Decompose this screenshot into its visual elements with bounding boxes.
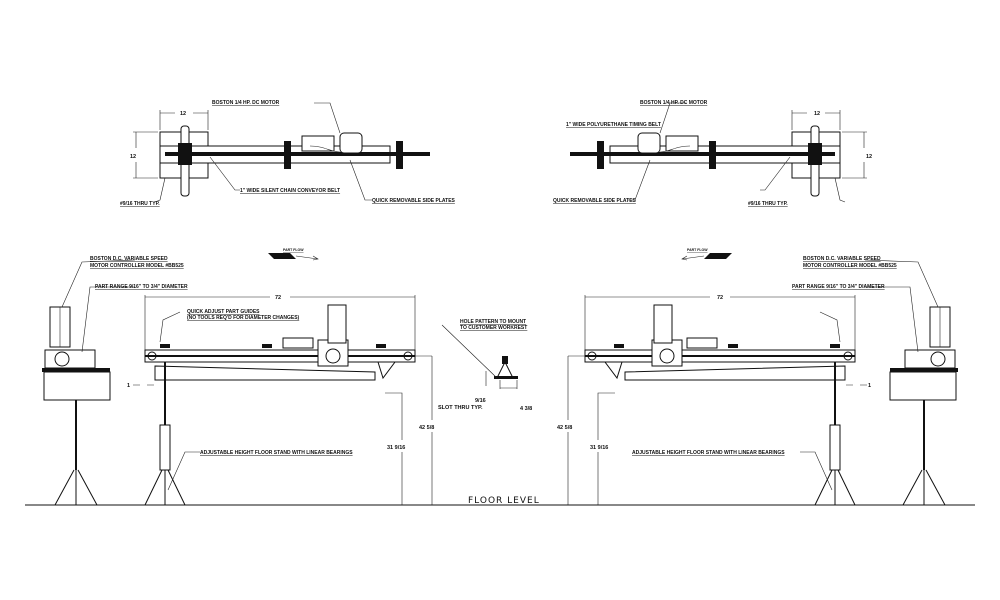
plan-view-right <box>569 102 868 203</box>
part-flow-label-left: PART FLOW <box>283 248 304 252</box>
holes-label-left: #9/16 THRU TYP. <box>120 201 160 207</box>
mount-width-dim: 4 3/8 <box>520 406 532 412</box>
plan-height-dim-right: 12 <box>866 154 872 160</box>
controller-label-right-1: BOSTON D.C. VARIABLE SPEED <box>803 256 881 262</box>
height-dim-top-left: 42 5/8 <box>419 425 434 431</box>
part-flow-label-right: PART FLOW <box>687 248 708 252</box>
hole-pattern-label-1: HOLE PATTERN TO MOUNT <box>460 319 526 325</box>
belt-label-left: 1" WIDE SILENT CHAIN CONVEYOR BELT <box>240 188 340 194</box>
controller-label-right-2: MOTOR CONTROLLER MODEL #BB525 <box>803 263 897 269</box>
one-dim-left: 1 <box>127 383 130 389</box>
motor-label-left: BOSTON 1/4 HP. DC MOTOR <box>212 100 280 106</box>
height-dim-bottom-left: 31 9/16 <box>387 445 405 451</box>
part-range-label-right: PART RANGE 9/16" TO 3/4" DIAMETER <box>792 284 885 290</box>
slot-size-label: 9/16 <box>475 398 486 404</box>
elevation-right <box>567 252 959 506</box>
part-range-label-left: PART RANGE 9/16" TO 3/4" DIAMETER <box>95 284 188 290</box>
controller-label-left-2: MOTOR CONTROLLER MODEL #BB525 <box>90 263 184 269</box>
side-plates-label-left: QUICK REMOVABLE SIDE PLATES <box>372 198 456 204</box>
controller-label-left-1: BOSTON D.C. VARIABLE SPEED <box>90 256 168 262</box>
slot-thru-label: SLOT THRU TYP. <box>438 405 483 411</box>
length-dim-left: 72 <box>275 295 281 301</box>
plan-height-dim-left: 12 <box>130 154 136 160</box>
guides-label-2: (NO TOOLS REQ'D FOR DIAMETER CHANGES) <box>187 315 300 321</box>
floor-level-label: FLOOR LEVEL <box>468 496 540 506</box>
guides-label-1: QUICK ADJUST PART GUIDES <box>187 309 260 315</box>
elevation-left <box>41 252 433 506</box>
belt-label-right: 1" WIDE POLYURETHANE TIMING BELT <box>566 122 661 128</box>
plan-width-dim-left: 12 <box>180 111 186 117</box>
motor-label-right: BOSTON 1/4 HP. DC MOTOR <box>640 100 708 106</box>
length-dim-right: 72 <box>717 295 723 301</box>
mount-detail: HOLE PATTERN TO MOUNT TO CUSTOMER WORKRE… <box>438 319 532 412</box>
height-dim-bottom-right: 31 9/16 <box>590 445 608 451</box>
plan-width-dim-right: 12 <box>814 111 820 117</box>
one-dim-right: 1 <box>868 383 871 389</box>
holes-label-right: #9/16 THRU TYP. <box>748 201 788 207</box>
stand-label-left: ADJUSTABLE HEIGHT FLOOR STAND WITH LINEA… <box>200 450 353 456</box>
height-dim-top-right: 42 5/8 <box>557 425 572 431</box>
stand-label-right: ADJUSTABLE HEIGHT FLOOR STAND WITH LINEA… <box>632 450 785 456</box>
side-plates-label-right: QUICK REMOVABLE SIDE PLATES <box>553 198 637 204</box>
hole-pattern-label-2: TO CUSTOMER WORKREST <box>460 325 527 331</box>
